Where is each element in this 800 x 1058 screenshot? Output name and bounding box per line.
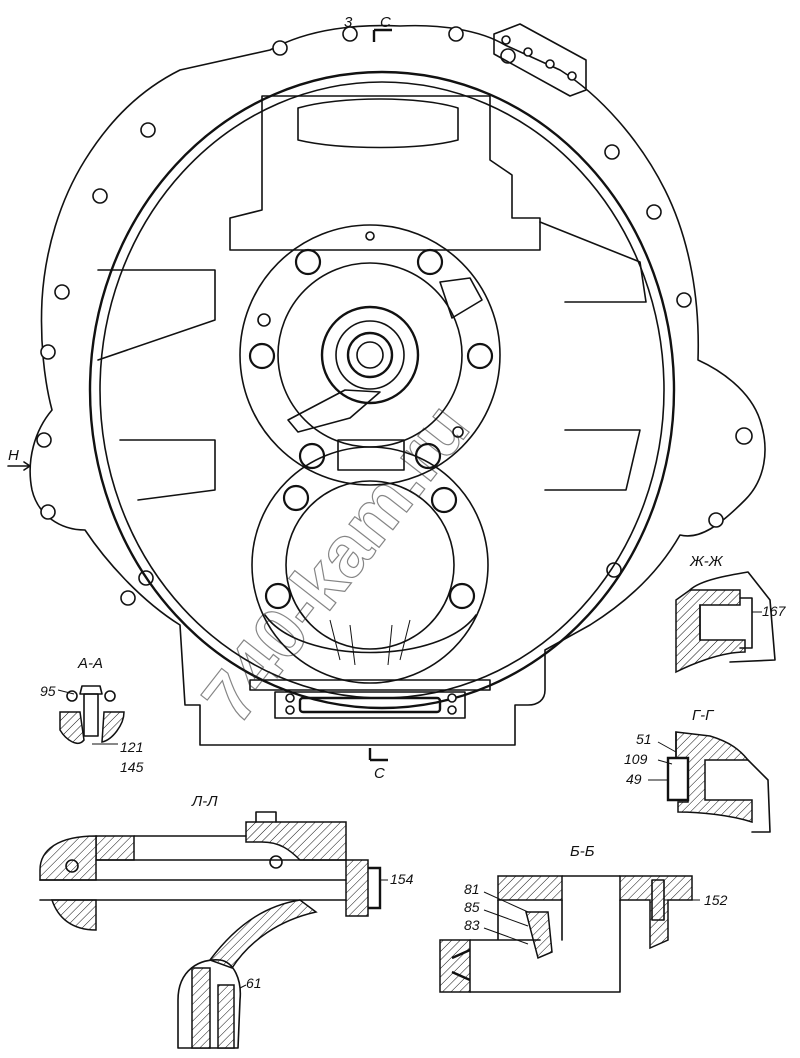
callout-167: 167 <box>762 603 787 619</box>
callout-85: 85 <box>464 899 480 915</box>
callout-95: 95 <box>40 683 56 699</box>
section-aa-title: A-A <box>77 655 103 672</box>
upper-port <box>297 98 459 149</box>
callout-145: 145 <box>120 759 144 775</box>
section-gg: Г-Г 51 109 49 <box>624 707 771 833</box>
lower-cover-outer <box>251 446 489 684</box>
lower-cover-skirt <box>264 614 477 654</box>
section-zhzh-title: Ж-Ж <box>689 553 724 570</box>
upper-web <box>229 95 541 251</box>
section-ll: Л-Л 154 61 <box>39 793 414 1049</box>
left-rib-2 <box>119 439 216 501</box>
boss-neck <box>337 439 405 471</box>
section-bb-title: Б-Б <box>570 843 595 860</box>
shaft-inner <box>346 331 394 379</box>
lower-cover-bolts <box>264 484 476 610</box>
cut-line-bottom <box>368 748 388 762</box>
shaft-bore <box>356 341 384 369</box>
lever-arm <box>439 277 483 319</box>
section-gg-title: Г-Г <box>692 707 715 724</box>
callout-83: 83 <box>464 917 480 933</box>
callout-51: 51 <box>636 731 652 747</box>
callout-121: 121 <box>120 739 143 755</box>
clutch-housing-view <box>7 23 766 762</box>
upper-cover-outer <box>239 224 501 486</box>
lower-cover-inner <box>285 480 455 650</box>
view-mark: 3 <box>344 14 353 31</box>
left-rib <box>97 269 216 361</box>
callout-154: 154 <box>390 871 414 887</box>
bell-inner-ring <box>99 81 665 699</box>
top-bracket <box>493 23 587 97</box>
section-aa: A-A 95 121 145 <box>40 655 144 775</box>
bottom-pan <box>249 679 491 691</box>
release-lever <box>287 389 381 433</box>
bell-outer-ring <box>88 70 676 710</box>
bottom-window <box>274 691 466 719</box>
lower-cover-ribs <box>329 619 411 666</box>
shaft-outer <box>320 305 420 405</box>
right-rib-2 <box>544 429 641 491</box>
bottom-slot <box>298 696 442 714</box>
arrow-h <box>7 461 31 471</box>
callout-49: 49 <box>626 771 642 787</box>
arrow-h-label: H <box>8 447 19 464</box>
section-ll-title: Л-Л <box>191 793 218 810</box>
callout-152: 152 <box>704 892 728 908</box>
cover-bolts <box>248 231 494 470</box>
housing-flange-outline <box>29 24 766 746</box>
section-bb: Б-Б 81 85 83 152 <box>439 843 728 993</box>
shaft-mid <box>335 320 405 390</box>
callout-109: 109 <box>624 751 648 767</box>
callout-81: 81 <box>464 881 480 897</box>
cut-label-top: C <box>380 14 391 31</box>
cut-line-top <box>372 28 392 42</box>
callout-61: 61 <box>246 975 262 991</box>
right-rib <box>539 221 647 303</box>
flange-bolt-holes <box>36 26 753 606</box>
section-zhzh: Ж-Ж 167 <box>675 553 787 674</box>
cut-label-bottom: C <box>374 765 385 782</box>
